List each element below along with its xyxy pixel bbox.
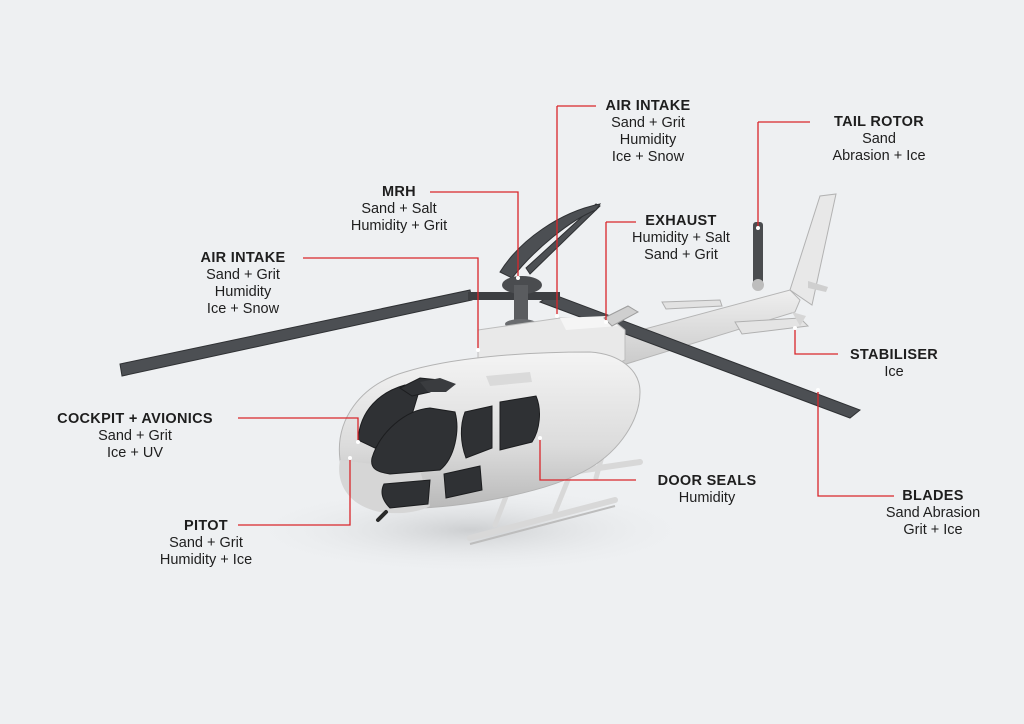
callout-title: STABILISER bbox=[849, 347, 939, 363]
callout-air-intake-left: AIR INTAKE Sand + Grit Humidity Ice + Sn… bbox=[184, 250, 302, 318]
callout-title: AIR INTAKE bbox=[605, 98, 691, 114]
callout-title: PITOT bbox=[184, 518, 228, 534]
cockpit-windows bbox=[357, 377, 540, 509]
leader-endpoints bbox=[348, 226, 820, 460]
callout-line: Sand + Grit bbox=[611, 115, 685, 131]
callout-line: Humidity + Grit bbox=[350, 218, 448, 234]
callout-title: MRH bbox=[382, 184, 416, 200]
callout-line: Sand + Salt bbox=[361, 201, 437, 217]
callout-line: Sand + Grit bbox=[644, 247, 718, 263]
callout-cockpit-avionics: COCKPIT + AVIONICS Sand + Grit Ice + UV bbox=[40, 411, 230, 462]
pitot-tube bbox=[376, 510, 388, 522]
callout-line: Humidity bbox=[619, 132, 677, 148]
callout-line: Ice + Snow bbox=[611, 149, 685, 165]
callout-line: Humidity bbox=[678, 490, 736, 506]
callout-line: Humidity + Ice bbox=[159, 552, 253, 568]
tail-rotor bbox=[753, 222, 763, 284]
tail-fin bbox=[789, 193, 837, 306]
callout-line: Ice + UV bbox=[106, 445, 163, 461]
exhaust-pipe bbox=[603, 305, 640, 327]
callout-title: EXHAUST bbox=[645, 213, 717, 229]
callout-line: Humidity bbox=[214, 284, 272, 300]
callout-title: AIR INTAKE bbox=[200, 250, 286, 266]
leader-lines bbox=[238, 105, 894, 526]
callout-title: DOOR SEALS bbox=[657, 473, 757, 489]
callout-title: COCKPIT + AVIONICS bbox=[57, 411, 213, 427]
callout-line: Humidity + Salt bbox=[632, 230, 730, 246]
horizontal-stabiliser bbox=[734, 317, 810, 335]
callout-tail-rotor: TAIL ROTOR Sand Abrasion + Ice bbox=[812, 114, 946, 165]
callout-line: Sand Abrasion bbox=[885, 505, 981, 521]
callout-title: BLADES bbox=[902, 488, 964, 504]
callout-mrh: MRH Sand + Salt Humidity + Grit bbox=[338, 184, 460, 235]
callout-door-seals: DOOR SEALS Humidity bbox=[640, 473, 774, 507]
main-rotor bbox=[119, 203, 861, 419]
callout-title: TAIL ROTOR bbox=[834, 114, 924, 130]
callout-line: Abrasion + Ice bbox=[832, 148, 926, 164]
callout-stabiliser: STABILISER Ice bbox=[838, 347, 950, 381]
callout-exhaust: EXHAUST Humidity + Salt Sand + Grit bbox=[618, 213, 744, 264]
callout-pitot: PITOT Sand + Grit Humidity + Ice bbox=[146, 518, 266, 569]
callout-line: Sand + Grit bbox=[98, 428, 172, 444]
callout-line: Ice bbox=[884, 364, 904, 380]
callout-line: Ice + Snow bbox=[206, 301, 280, 317]
callout-line: Sand + Grit bbox=[169, 535, 243, 551]
callout-blades: BLADES Sand Abrasion Grit + Ice bbox=[870, 488, 996, 539]
callout-line: Grit + Ice bbox=[903, 522, 963, 538]
callout-line: Sand bbox=[862, 131, 896, 147]
callout-line: Sand + Grit bbox=[206, 267, 280, 283]
rotor-hub bbox=[468, 276, 560, 329]
callout-air-intake-top: AIR INTAKE Sand + Grit Humidity Ice + Sn… bbox=[588, 98, 708, 166]
